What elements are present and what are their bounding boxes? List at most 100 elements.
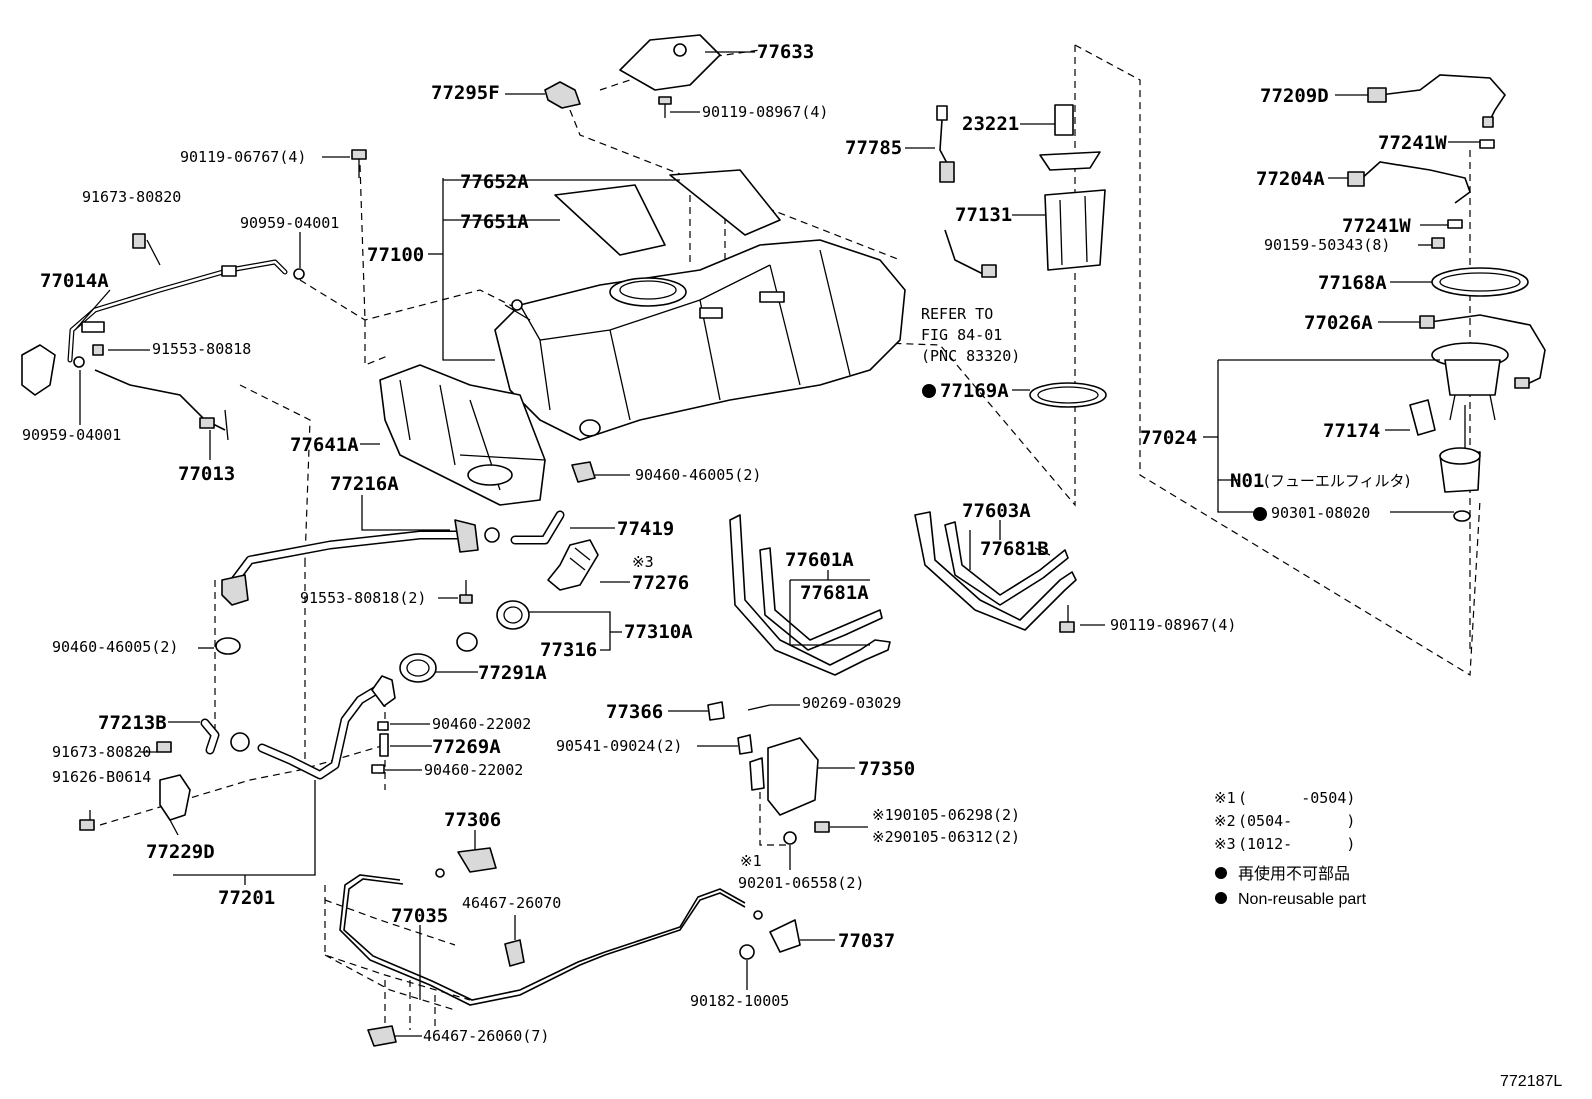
legend-non-reusable-en: Non-reusable part (1238, 891, 1367, 908)
filler-hoses (510, 461, 599, 591)
non-reusable-marker (922, 384, 936, 398)
legend-mark-1: ※1 (1214, 789, 1236, 807)
callout-90119-06767: 90119-06767(4) (180, 148, 306, 166)
callout-90182-10005: 90182-10005 (690, 992, 789, 1010)
callout-77014A: 77014A (40, 270, 109, 292)
callout-77204A: 77204A (1256, 168, 1325, 190)
tank-protector (379, 364, 546, 506)
callout-77013: 77013 (178, 463, 235, 485)
callout-77603A: 77603A (962, 500, 1031, 522)
non-reusable-marker (1253, 507, 1267, 521)
legend-non-reusable-jp: 再使用不可部品 (1238, 865, 1350, 883)
callout-77213B: 77213B (98, 712, 167, 734)
fuel-cap-parts (399, 600, 530, 683)
fuel-pump-components (936, 104, 1107, 408)
callout-77174: 77174 (1323, 420, 1380, 442)
callout-77306: 77306 (444, 809, 501, 831)
callout-91626-B0614: 91626-B0614 (52, 768, 151, 786)
callout-77024: 77024 (1140, 427, 1197, 449)
callout-77229D: 77229D (146, 841, 215, 863)
callout-46467-26070: 46467-26070 (462, 894, 561, 912)
fuel-door-cables (339, 847, 801, 1047)
callout-77601A: 77601A (785, 549, 854, 571)
callout-77037: 77037 (838, 930, 895, 952)
callout-77785: 77785 (845, 137, 902, 159)
callout-90301-08020: 90301-08020 (1271, 504, 1370, 522)
callout-90105-06298: ※190105-06298(2) (872, 806, 1020, 824)
callout-91673-80820-b: 91673-80820 (52, 743, 151, 761)
legend-bullet-icon (1215, 892, 1227, 904)
callout-46467-26060: 46467-26060(7) (423, 1027, 549, 1045)
callout-90119-08967-b: 90119-08967(4) (1110, 616, 1236, 634)
callout-77241W-b: 77241W (1342, 215, 1411, 237)
callout-77651A: 77651A (460, 211, 529, 233)
callout-90269-03029: 90269-03029 (802, 694, 901, 712)
callout-77131: 77131 (955, 204, 1012, 226)
callout-90460-46005-a: 90460-46005(2) (635, 466, 761, 484)
callout-90959-04001-b: 90959-04001 (22, 426, 121, 444)
heat-insulators (554, 169, 781, 256)
top-brackets (351, 34, 721, 178)
legend-range-2: (0504- ) (1238, 812, 1355, 830)
vent-hose (221, 519, 500, 606)
non-reusable-markers (922, 384, 1267, 521)
callout-90460-22002-a: 90460-22002 (432, 715, 531, 733)
callout-91553-80818-2: 91553-80818(2) (300, 589, 426, 607)
callout-77419: 77419 (617, 518, 674, 540)
callout-77295F: 77295F (431, 82, 500, 104)
breather-lines (21, 233, 305, 441)
legend-mark-3: ※3 (1214, 835, 1236, 853)
callout-90105-06312: ※290105-06312(2) (872, 828, 1020, 846)
callout-77169A: 77169A (940, 380, 1009, 402)
callout-90460-46005-b: 90460-46005(2) (52, 638, 178, 656)
figure-id: 772187L (1500, 1073, 1562, 1090)
callout-77269A: 77269A (432, 736, 501, 758)
callout-91673-80820-a: 91673-80820 (82, 188, 181, 206)
callout-77641A: 77641A (290, 434, 359, 456)
callout-77216A: 77216A (330, 473, 399, 495)
legend-range-1: ( -0504) (1238, 789, 1355, 807)
callout-77310A: 77310A (624, 621, 693, 643)
callout-90201-06558: 90201-06558(2) (738, 874, 864, 892)
filler-pipe (79, 637, 396, 831)
callout-90959-04001-a: 90959-04001 (240, 214, 339, 232)
legend-mark-2: ※2 (1214, 812, 1236, 830)
callout-77201: 77201 (218, 887, 275, 909)
callout-90460-22002-b: 90460-22002 (424, 761, 523, 779)
callout-fuel-filter-jp: (フューエルフィルタ) (1264, 472, 1410, 490)
callout-77035: 77035 (391, 905, 448, 927)
callout-77100: 77100 (367, 244, 424, 266)
callout-90159-50343: 90159-50343(8) (1264, 236, 1390, 254)
callout-77681A: 77681A (800, 582, 869, 604)
callout-77350: 77350 (858, 758, 915, 780)
callout-77276: 77276 (632, 572, 689, 594)
pump-sender-assembly (1347, 74, 1546, 522)
legend-range-3: (1012- ) (1238, 835, 1355, 853)
callout-77209D: 77209D (1260, 85, 1329, 107)
callout-90541-09024: 90541-09024(2) (556, 737, 682, 755)
callout-labels: 77633 77295F 90119-08967(4) 90119-06767(… (22, 41, 1447, 1045)
callout-mark-1: ※1 (740, 852, 762, 870)
refer-to-line-2: FIG 84-01 (921, 326, 1002, 344)
fuel-lid (707, 701, 830, 845)
refer-to-line-1: REFER TO (921, 305, 993, 323)
callout-77241W-a: 77241W (1378, 132, 1447, 154)
refer-to-line-3: (PNC 83320) (921, 347, 1020, 365)
callout-90119-08967-a: 90119-08967(4) (702, 103, 828, 121)
callout-77681B: 77681B (980, 538, 1049, 560)
callout-91553-80818: 91553-80818 (152, 340, 251, 358)
fuel-tank (494, 239, 906, 441)
legend-bullet-icon (1215, 867, 1227, 879)
callout-77366: 77366 (606, 701, 663, 723)
callout-77633: 77633 (757, 41, 814, 63)
tank-straps (729, 511, 1077, 676)
callout-77316: 77316 (540, 639, 597, 661)
callout-77291A: 77291A (478, 662, 547, 684)
callout-77652A: 77652A (460, 171, 529, 193)
callout-77168A: 77168A (1318, 272, 1387, 294)
legend: ※1 ( -0504) ※2 (0504- ) ※3 (1012- ) 再使用不… (1214, 789, 1367, 908)
callout-N01: N01 (1230, 470, 1264, 492)
callout-mark-3: ※3 (632, 553, 654, 571)
leader-lines (74, 51, 1480, 1037)
